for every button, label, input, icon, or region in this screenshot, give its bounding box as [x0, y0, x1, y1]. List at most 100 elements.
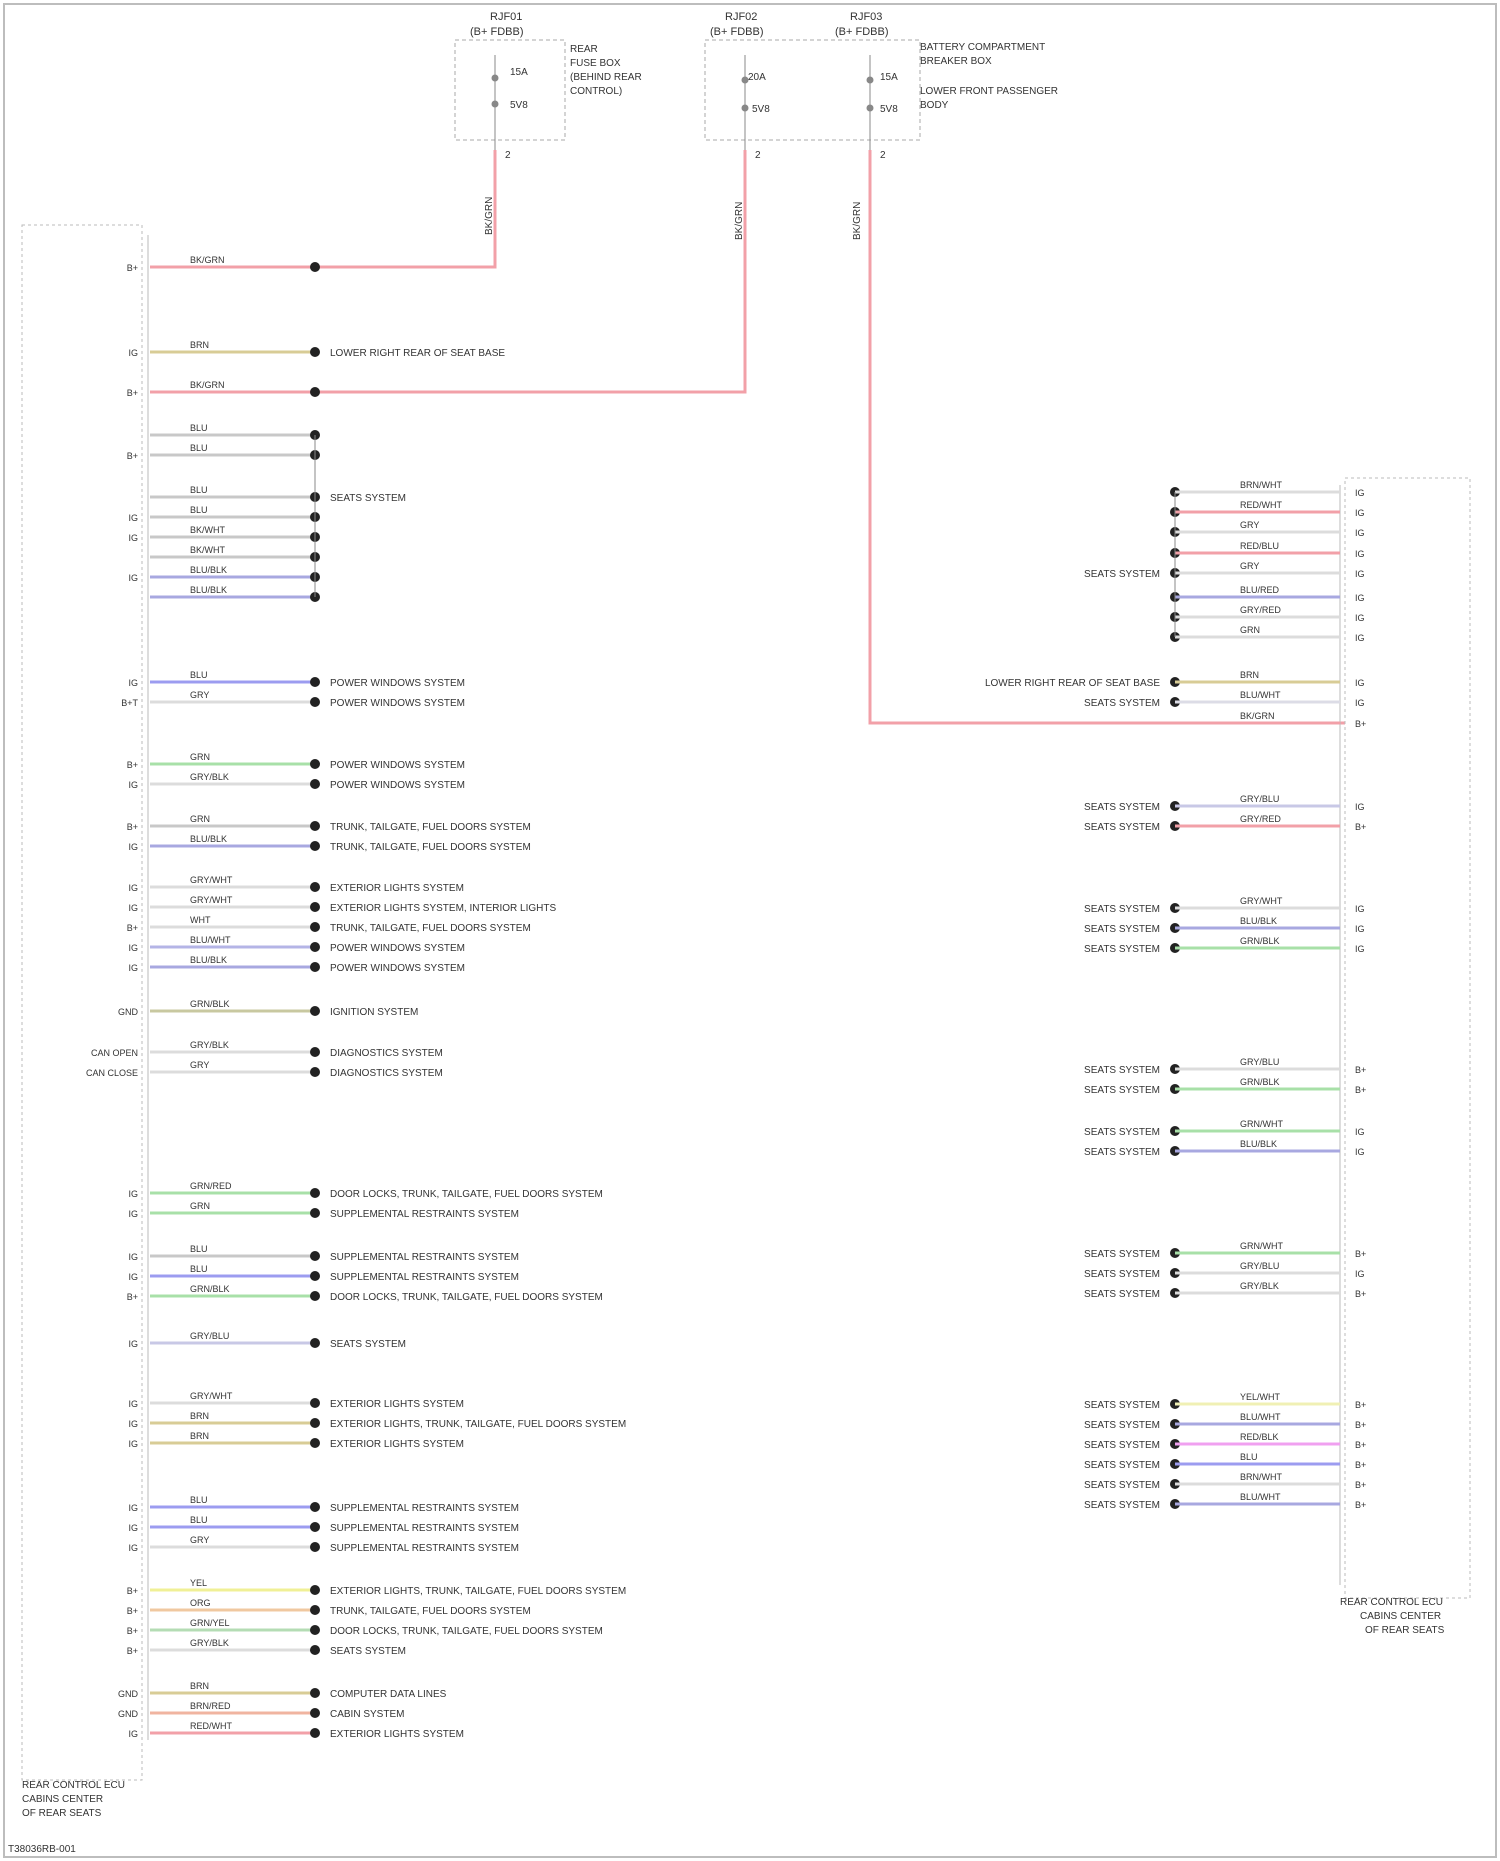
- left-terminal-dot: [310, 1502, 320, 1512]
- right-pin-label: IG: [1355, 698, 1365, 708]
- right-wire-destination: SEATS SYSTEM: [1084, 1289, 1160, 1300]
- left-pin-label: IG: [128, 533, 138, 543]
- left-terminal-dot: [310, 1605, 320, 1615]
- left-wire-row: B+BK/GRN: [127, 380, 320, 398]
- left-wire-color: BLU/BLK: [190, 955, 227, 965]
- left-wire-destination: DOOR LOCKS, TRUNK, TAILGATE, FUEL DOORS …: [330, 1626, 603, 1637]
- right-wire-destination: SEATS SYSTEM: [1084, 1400, 1160, 1411]
- left-wire-color: BLU/WHT: [190, 935, 231, 945]
- left-terminal-dot: [310, 1542, 320, 1552]
- left-terminal-dot: [310, 779, 320, 789]
- left-wire-color: GRN: [190, 1201, 210, 1211]
- right-wire-destination: SEATS SYSTEM: [1084, 1420, 1160, 1431]
- left-wire-destination: DIAGNOSTICS SYSTEM: [330, 1068, 443, 1079]
- left-pin-label: B+: [127, 1606, 138, 1616]
- right-wire-color: RED/WHT: [1240, 500, 1282, 510]
- left-wire-color: BLU: [190, 485, 208, 495]
- left-wire-color: BLU/BLK: [190, 565, 227, 575]
- right-pin-label: B+: [1355, 1289, 1366, 1299]
- fuse-3-pin: 2: [880, 150, 886, 161]
- left-wire-color: GRN/RED: [190, 1181, 232, 1191]
- fuse-3-desc-3: BODY: [920, 100, 949, 111]
- left-wire-color: BK/WHT: [190, 545, 226, 555]
- feed-wires: [150, 150, 1345, 723]
- left-wire-color: BLU: [190, 1515, 208, 1525]
- right-wire-color: GRN/WHT: [1240, 1241, 1283, 1251]
- left-pin-label: IG: [128, 1339, 138, 1349]
- left-wire-destination: POWER WINDOWS SYSTEM: [330, 943, 465, 954]
- right-wire-destination: SEATS SYSTEM: [1084, 698, 1160, 709]
- right-pin-label: B+: [1355, 719, 1366, 729]
- left-wire-destination: EXTERIOR LIGHTS SYSTEM: [330, 883, 464, 894]
- left-wire-color: BRN: [190, 1411, 209, 1421]
- fuse-2-subtitle: (B+ FDBB): [710, 26, 763, 38]
- page-border: [4, 4, 1496, 1857]
- left-wire-color: GRY/BLU: [190, 1331, 229, 1341]
- fuse-1-desc-0: REAR: [570, 44, 598, 55]
- left-wire-row: B+BK/GRN: [127, 255, 320, 273]
- left-wire-destination: POWER WINDOWS SYSTEM: [330, 780, 465, 791]
- right-wire-color: GRY/BLK: [1240, 1281, 1279, 1291]
- left-wire-color: BRN: [190, 1431, 209, 1441]
- fuse-3-wire-label: BK/GRN: [852, 202, 863, 240]
- left-wire-color: GRY/BLK: [190, 1638, 229, 1648]
- left-wire-color: GRY/WHT: [190, 895, 233, 905]
- right-pin-label: B+: [1355, 1400, 1366, 1410]
- fuse-1-wire-label: BK/GRN: [484, 197, 495, 235]
- right-pin-label: B+: [1355, 822, 1366, 832]
- left-wire-row: IGRED/WHTEXTERIOR LIGHTS SYSTEM: [128, 1721, 463, 1740]
- left-wire-color: YEL: [190, 1578, 207, 1588]
- right-wire-color: GRY/BLU: [1240, 1057, 1279, 1067]
- right-pin-label: IG: [1355, 633, 1365, 643]
- left-wire-color: BLU: [190, 1244, 208, 1254]
- left-pin-label: IG: [128, 1439, 138, 1449]
- right-pin-label: IG: [1355, 613, 1365, 623]
- fuse-3-title: RJF03: [850, 11, 882, 23]
- left-wire-destination: DOOR LOCKS, TRUNK, TAILGATE, FUEL DOORS …: [330, 1189, 603, 1200]
- left-pin-label: IG: [128, 963, 138, 973]
- fuse-3-desc-1: BREAKER BOX: [920, 56, 992, 67]
- left-wire-row: B+GRNPOWER WINDOWS SYSTEM: [127, 752, 465, 771]
- right-connector-name-1: CABINS CENTER: [1360, 1611, 1441, 1622]
- right-wire-color: RED/BLK: [1240, 1432, 1279, 1442]
- right-wire-color: BLU/BLK: [1240, 916, 1277, 926]
- left-wire-color: BLU: [190, 423, 208, 433]
- left-pin-label: GND: [118, 1007, 139, 1017]
- left-wire-color: BRN: [190, 1681, 209, 1691]
- left-wire-destination: SEATS SYSTEM: [330, 1339, 406, 1350]
- right-wire-destination: SEATS SYSTEM: [1084, 924, 1160, 935]
- right-wire-destination: SEATS SYSTEM: [1084, 1085, 1160, 1096]
- left-wire-color: BK/GRN: [190, 255, 225, 265]
- left-wire-destination: SUPPLEMENTAL RESTRAINTS SYSTEM: [330, 1272, 519, 1283]
- right-wire-row: GRYIG: [1170, 520, 1365, 538]
- left-terminal-dot: [310, 1585, 320, 1595]
- fuse-3-desc-0: BATTERY COMPARTMENT: [920, 42, 1045, 53]
- left-wire-destination: SEATS SYSTEM: [330, 1646, 406, 1657]
- left-terminal-dot: [310, 1645, 320, 1655]
- left-wire-row: IGBLUSUPPLEMENTAL RESTRAINTS SYSTEM: [128, 1495, 518, 1514]
- left-wire-destination: TRUNK, TAILGATE, FUEL DOORS SYSTEM: [330, 842, 531, 853]
- left-wire-destination: POWER WINDOWS SYSTEM: [330, 698, 465, 709]
- right-pin-label: IG: [1355, 944, 1365, 954]
- right-pin-label: IG: [1355, 1127, 1365, 1137]
- right-connector-name-2: OF REAR SEATS: [1365, 1625, 1445, 1636]
- left-terminal-dot: [310, 1338, 320, 1348]
- left-terminal-dot: [310, 841, 320, 851]
- left-wire-color: BK/WHT: [190, 525, 226, 535]
- right-wire-color: GRY/BLU: [1240, 794, 1279, 804]
- right-wire-destination: LOWER RIGHT REAR OF SEAT BASE: [985, 678, 1160, 689]
- right-wire-color: BRN/WHT: [1240, 1472, 1282, 1482]
- left-terminal-dot: [310, 347, 320, 357]
- left-wire-color: BRN/RED: [190, 1701, 231, 1711]
- right-wire-row: GRYIGSEATS SYSTEM: [1084, 561, 1364, 580]
- left-wire-destination: SUPPLEMENTAL RESTRAINTS SYSTEM: [330, 1503, 519, 1514]
- left-wire-color: BLU/BLK: [190, 585, 227, 595]
- right-wire-color: YEL/WHT: [1240, 1392, 1281, 1402]
- right-pin-label: B+: [1355, 1249, 1366, 1259]
